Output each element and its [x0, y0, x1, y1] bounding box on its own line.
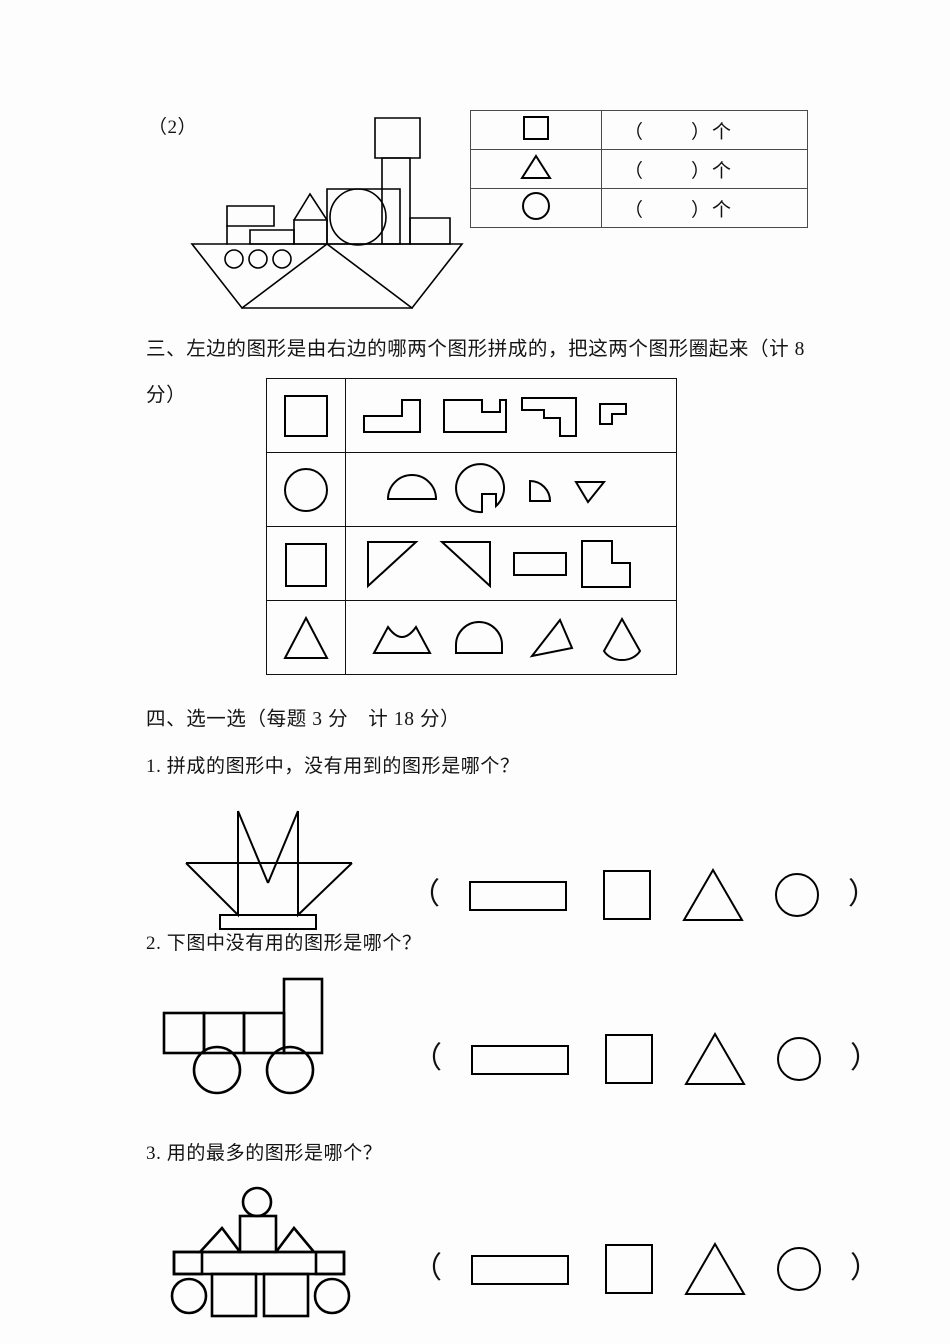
- grid-target-triangle: [266, 600, 346, 675]
- open-paren-q2: （: [412, 1042, 442, 1075]
- small-inverted-triangle-icon[interactable]: [568, 470, 612, 510]
- triangle-icon[interactable]: [682, 1030, 748, 1088]
- close-paren-q2: ）: [850, 1042, 880, 1075]
- grid-row-circle: [266, 452, 677, 527]
- shape-count-table: （）个 （）个: [470, 110, 808, 228]
- grid-row-square-2: [266, 526, 677, 601]
- question-2-label: （2）: [148, 117, 198, 138]
- grid-options-circle: [345, 452, 677, 527]
- grid-row-triangle: [266, 600, 677, 675]
- grid-target-circle: [266, 452, 346, 527]
- circle-icon: [520, 191, 552, 221]
- square-icon[interactable]: [600, 867, 654, 923]
- section-3-heading-line-2: 分）: [146, 385, 187, 406]
- section-3-heading-line-1: 三、左边的图形是由右边的哪两个图形拼成的，把这两个图形圈起来（计 8: [146, 339, 806, 360]
- count-blank-square: （）个: [624, 121, 734, 143]
- star-crown-figure: [180, 805, 370, 930]
- open-paren-q1: （: [410, 878, 440, 911]
- rectangle-icon[interactable]: [468, 1036, 576, 1082]
- semicircle-icon[interactable]: [380, 465, 444, 515]
- concave-trapezoid-icon[interactable]: [370, 615, 440, 661]
- L-block-icon[interactable]: [574, 535, 640, 593]
- section-4-question-1-text: 1. 拼成的图形中，没有用到的图形是哪个？: [146, 756, 520, 777]
- table-row: （）个: [470, 188, 808, 228]
- count-row-square-shape: [470, 110, 602, 150]
- table-row: （）个: [470, 149, 808, 189]
- count-row-triangle-shape: [470, 149, 602, 189]
- grid-options-square: [345, 378, 677, 453]
- circle-icon[interactable]: [774, 1244, 824, 1294]
- count-row-circle-shape: [470, 188, 602, 228]
- grid-target-square-2: [266, 526, 346, 601]
- quarter-circle-icon[interactable]: [520, 467, 562, 513]
- pacman-circle-icon[interactable]: [450, 458, 514, 522]
- section-3-match-grid: [266, 378, 677, 675]
- triangle-icon[interactable]: [682, 1240, 748, 1298]
- L-shape-step-icon[interactable]: [358, 390, 436, 442]
- wide-rectangle-icon[interactable]: [508, 541, 574, 587]
- grid-target-square: [266, 378, 346, 453]
- robot-figure: [164, 1184, 364, 1319]
- ship-built-from-shapes: [182, 112, 472, 312]
- square-icon[interactable]: [602, 1031, 656, 1087]
- small-L-corner-icon[interactable]: [592, 396, 644, 436]
- section-4-heading: 四、选一选（每题 3 分 计 18 分）: [146, 709, 461, 730]
- open-paren-q3: （: [412, 1252, 442, 1285]
- staircase-shape-icon[interactable]: [514, 388, 592, 444]
- section-4-question-2-text: 2. 下图中没有用的图形是哪个？: [146, 933, 422, 954]
- table-row: （）个: [470, 110, 808, 150]
- notched-rect-icon[interactable]: [436, 390, 514, 442]
- right-triangle-left-icon[interactable]: [434, 536, 508, 592]
- count-row-square-answer[interactable]: （）个: [601, 110, 808, 150]
- section-4-question-3-options: （ ）: [412, 1240, 880, 1298]
- rectangle-icon[interactable]: [466, 872, 574, 918]
- count-row-triangle-answer[interactable]: （）个: [601, 149, 808, 189]
- rectangle-icon[interactable]: [468, 1246, 576, 1292]
- count-row-circle-answer[interactable]: （）个: [601, 188, 808, 228]
- count-blank-circle: （）个: [624, 199, 734, 221]
- close-paren-q3: ）: [850, 1252, 880, 1285]
- square-icon[interactable]: [602, 1241, 656, 1297]
- close-paren-q1: ）: [848, 878, 878, 911]
- section-4-question-1-options: （ ）: [410, 866, 878, 924]
- count-blank-triangle: （）个: [624, 160, 734, 182]
- section-4-question-3-text: 3. 用的最多的图形是哪个？: [146, 1143, 383, 1164]
- right-triangle-down-icon[interactable]: [358, 536, 434, 592]
- dome-semicircle-icon[interactable]: [450, 615, 512, 661]
- grid-options-square-2: [345, 526, 677, 601]
- section-4-question-2-options: （ ）: [412, 1030, 880, 1088]
- triangle-icon[interactable]: [680, 866, 746, 924]
- train-figure: [158, 975, 358, 1095]
- square-icon: [520, 114, 552, 142]
- circle-icon[interactable]: [774, 1034, 824, 1084]
- triangle-icon: [519, 153, 553, 181]
- fan-shape-icon[interactable]: [596, 613, 648, 663]
- thin-triangle-icon[interactable]: [526, 614, 584, 662]
- circle-icon[interactable]: [772, 870, 822, 920]
- grid-options-triangle: [345, 600, 677, 675]
- grid-row-square: [266, 378, 677, 453]
